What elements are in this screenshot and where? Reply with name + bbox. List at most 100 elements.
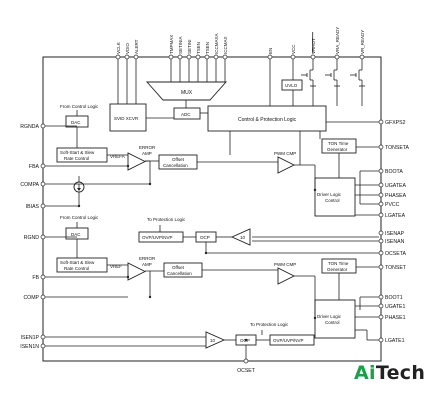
control-protection-logic-block xyxy=(207,105,327,132)
pin-rgnd xyxy=(40,234,46,240)
pin-tonset xyxy=(378,264,384,270)
driver-logic-control-a-line1: Driver Logic xyxy=(317,192,342,197)
error-amp-a-line2: AMP xyxy=(142,151,152,156)
error-amp-a xyxy=(127,152,147,171)
pin-en-10 xyxy=(267,54,273,60)
pin-phasea xyxy=(378,192,384,198)
logo-part-ai: Ai xyxy=(354,362,376,384)
pin-compa xyxy=(40,181,46,187)
open-drain-transistors xyxy=(301,59,365,87)
svid-xcvr-label: SVID XCVR xyxy=(114,116,139,121)
pin-ugatea xyxy=(378,182,384,188)
dac-a-label: DAC xyxy=(71,120,81,125)
pin-label-tonseta: TONSETA xyxy=(385,145,410,151)
pin-label-rgnd: RGND xyxy=(24,235,40,241)
ocp-a-label: OCP xyxy=(200,235,210,240)
junction-2 xyxy=(148,182,152,186)
driver-logic-control-a-block xyxy=(314,177,356,217)
pin-label-setinia-4: SETINIA xyxy=(178,36,183,54)
driver-logic-control-a-line2: Control xyxy=(325,198,340,203)
pin-label-phasea: PHASEA xyxy=(385,193,407,199)
vrefa-label: VREFA xyxy=(110,154,125,159)
to-protection-logic-a: To Protection Logic xyxy=(147,217,186,222)
pin-label-tsen-7: TSEN xyxy=(205,42,210,54)
junction-6 xyxy=(77,204,81,208)
soft-start-b-line1: Soft-Start & Slew xyxy=(60,260,95,265)
pin-label-comp: COMP xyxy=(23,295,39,301)
ton-time-generator-a-line1: TON Time xyxy=(328,141,349,146)
pin-label-iccmaxa-8: ICCMAXA xyxy=(214,33,219,54)
soft-start-a-line2: Rate Control xyxy=(64,156,89,161)
error-amp-b-line1: ERROR xyxy=(139,256,156,261)
current-sense-gain-a: 10 xyxy=(240,235,246,240)
pin-label-isen1n: ISEN1N xyxy=(20,344,39,350)
pin-label-vdio-1: VDIO xyxy=(125,42,130,54)
uvlo-block xyxy=(281,79,303,91)
pin-label-phase1: PHASE1 xyxy=(385,315,406,321)
ton-time-generator-b-line1: TON Time xyxy=(328,261,349,266)
pin-label-vrhot-12: VRHOT xyxy=(311,38,316,54)
pin-label-ugatea: UGATEA xyxy=(385,183,406,189)
svid-xcvr-block xyxy=(109,103,147,132)
mux-block xyxy=(145,81,228,101)
pin-label-gfxps2: GFXPS2 xyxy=(385,120,406,126)
pin-label-tsen-6: TSEN xyxy=(196,42,201,54)
ton-time-generator-a-line2: Generator xyxy=(327,147,348,152)
pin-vrhot-12 xyxy=(310,54,316,60)
wiring xyxy=(45,59,379,359)
offset-cancellation-a-line2: Cancellation xyxy=(163,163,188,168)
pin-vra-ready-13 xyxy=(334,54,340,60)
vref-label: VREF xyxy=(110,264,122,269)
pin-ibias xyxy=(40,203,46,209)
pin-label-isen1p: ISEN1P xyxy=(21,335,40,341)
pin-fba xyxy=(40,163,46,169)
pin-vcc-11 xyxy=(290,54,296,60)
pin-iccmaxa-8 xyxy=(213,54,219,60)
driver-logic-control-b-block xyxy=(314,299,356,339)
to-protection-logic-b: To Protection Logic xyxy=(250,322,289,327)
bottom-pin: OCSET xyxy=(237,358,256,374)
pin-isen1p xyxy=(40,334,46,340)
driver-logic-control-b-line2: Control xyxy=(325,320,340,325)
dac-b-label: DAC xyxy=(71,232,81,237)
pin-label-bboota: BOOTA xyxy=(385,169,403,175)
pin-tsen-6 xyxy=(195,54,201,60)
pin-label-rgnda: RGNDA xyxy=(20,124,39,130)
from-control-logic-b: From Control Logic xyxy=(60,215,99,220)
pin-label-ibias: IBIAS xyxy=(26,204,40,210)
pin-label-vr-ready-14: VR_READY xyxy=(360,30,365,54)
error-amp-b xyxy=(127,262,147,281)
ovp-uvp-nvp-a-label: OVP/UVP/NVP xyxy=(142,235,173,240)
pin-vclk-0 xyxy=(115,54,121,60)
pin-tonseta xyxy=(378,144,384,150)
pin-comp xyxy=(40,294,46,300)
pin-vdio-1 xyxy=(124,54,130,60)
pin-ocseta xyxy=(378,250,384,256)
soft-start-b-line2: Rate Control xyxy=(64,266,89,271)
pin-label-ocseta: OCSETA xyxy=(385,251,406,257)
pin-label-compa: COMPA xyxy=(20,182,39,188)
ocp-b-label: OCP xyxy=(240,338,250,343)
ibias-arrow-head xyxy=(77,188,81,191)
pwm-cmp-b xyxy=(277,267,296,285)
error-amp-a-line1: ERROR xyxy=(139,145,156,150)
pin-setinia-4 xyxy=(177,54,183,60)
control-protection-logic-label: Control & Protection Logic xyxy=(238,117,297,123)
pwm-cmp-a-label: PWM CMP xyxy=(274,151,296,156)
driver-logic-control-b-line1: Driver Logic xyxy=(317,314,342,319)
current-sense-amp-a xyxy=(230,228,251,246)
aitech-logo: AiTech xyxy=(354,362,425,384)
right-pins: GFXPS2TONSETABOOTAUGATEAPHASEAPVCCLGATEA… xyxy=(378,119,410,344)
pin-lgate1 xyxy=(378,337,384,343)
pin-isenan xyxy=(378,238,384,244)
pin-phase1 xyxy=(378,314,384,320)
pin-iccmax-9 xyxy=(222,54,228,60)
pin-isenap xyxy=(378,230,384,236)
pwm-cmp-b-label: PWM CMP xyxy=(274,262,296,267)
offset-cancellation-b-line1: Offset xyxy=(172,265,185,270)
pin-fb xyxy=(40,274,46,280)
pin-ocset xyxy=(243,358,249,364)
offset-cancellation-b-line2: Cancellation xyxy=(167,271,192,276)
pin-lgatea xyxy=(378,212,384,218)
